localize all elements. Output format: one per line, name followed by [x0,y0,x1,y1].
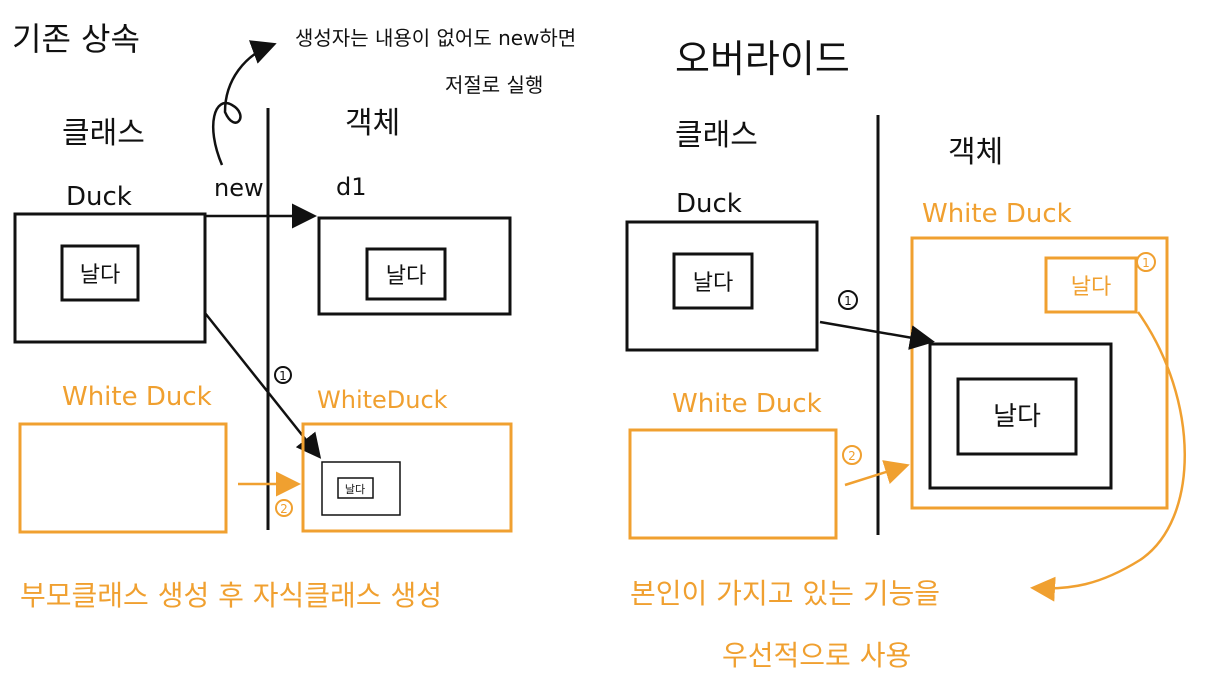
left-class-header: 클래스 [62,116,145,151]
left-inner-duck-box [321,461,401,516]
right-caption-arrow [1030,311,1186,602]
left-child-class-label: White Duck [62,382,212,412]
left-step2-number: 2 [280,502,288,516]
d1-method-label: 날다 [386,264,426,289]
right-whiteduck-object-box [910,236,1169,510]
right-step1-marker [838,290,858,310]
right-caption-line2: 우선적으로 사용 [722,639,911,672]
left-duck-class-box [13,212,207,344]
left-parent-label: Duck [66,182,132,212]
right-inner-method-box [956,377,1078,456]
right-inner-method-label: 날다 [993,402,1041,432]
left-object-header: 객체 [345,106,400,141]
right-step1-number: 1 [844,294,852,308]
right-duck-method-label: 날다 [693,271,733,296]
left-inner-method-box [337,477,374,499]
left-step1-marker [274,366,292,384]
right-object-label: White Duck [922,199,1072,229]
left-step1-arrow [204,312,322,459]
right-parent-label: Duck [676,189,742,219]
right-inner-duck-box [928,342,1113,490]
left-panel: 기존 상속 생성자는 내용이 없어도 new하면 저절로 실행 클래스 객체 D… [12,20,576,612]
left-child-object-label: WhiteDuck [317,386,448,414]
right-duck-method-box [672,252,754,310]
right-override-step-marker [1136,252,1156,272]
constructor-note-line2: 저절로 실행 [445,73,543,97]
instance-label: d1 [336,173,367,201]
left-inner-method-label: 날다 [345,483,365,496]
right-whiteduck-class-box [628,428,838,540]
left-duck-method-label: 날다 [80,263,120,288]
left-whiteduck-object-box [301,422,513,533]
right-class-header: 클래스 [675,118,758,153]
right-title: 오버라이드 [675,37,850,81]
right-step2-arrow [844,460,910,487]
right-step2-marker [842,445,862,465]
d1-method-box [365,247,447,301]
right-override-method-label: 날다 [1071,275,1111,300]
right-step1-arrow [819,320,935,350]
left-title: 기존 상속 [12,20,140,58]
d1-object-box [317,216,512,316]
left-duck-method-box [60,244,140,302]
right-child-class-label: White Duck [672,389,822,419]
right-caption-line1: 본인이 가지고 있는 기능을 [630,577,940,610]
new-label: new [214,174,264,202]
right-step2-number: 2 [848,449,856,463]
left-whiteduck-class-box [18,422,228,534]
left-step2-marker [275,499,293,517]
right-panel: 오버라이드 클래스 객체 Duck White Duck 날다 날다 1 날다 … [625,37,1186,672]
left-step1-number: 1 [279,369,287,383]
right-override-step-number: 1 [1142,256,1150,270]
constructor-note-line1: 생성자는 내용이 없어도 new하면 [295,26,576,50]
left-caption: 부모클래스 생성 후 자식클래스 생성 [20,579,442,612]
right-duck-class-box [625,220,819,352]
right-override-method-box [1044,256,1138,314]
constructor-note-arrow [212,40,277,166]
right-object-header: 객체 [948,135,1003,170]
